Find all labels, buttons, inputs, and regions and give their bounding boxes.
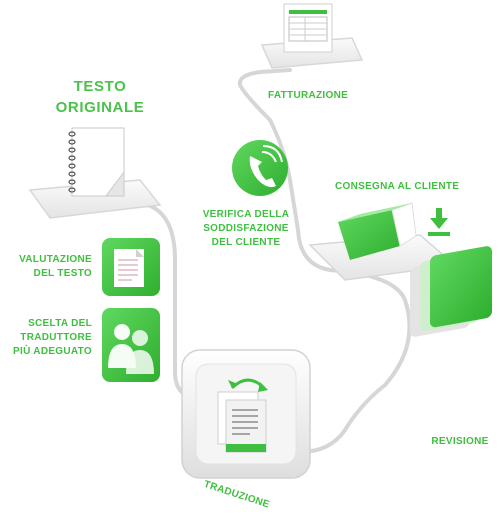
title-line1: TESTO [73,78,127,95]
scelta-tile [102,308,160,382]
label-fatturazione: FATTURAZIONE [268,90,349,101]
download-icon [428,208,450,236]
title-testo-originale: TESTO ORIGINALE [48,76,152,118]
package-icon [338,210,400,260]
label-scelta: SCELTA DEL TRADUTTORE PIÙ ADEGUATO [13,318,92,357]
revisione-tile [410,246,492,401]
traduzione-tile [181,349,311,479]
verifica-phone [232,140,288,196]
pen-icon [452,365,476,398]
users-icon [108,324,154,374]
label-verifica: VERIFICA DELLA SODDISFAZIONE DEL CLIENTE [202,209,290,248]
label-revisione: REVISIONE [431,436,489,447]
title-line2: ORIGINALE [55,99,145,116]
fatturazione-platform [260,3,364,69]
phone-icon [249,156,276,188]
valutazione-tile [102,238,160,296]
testo-originale-platform [28,127,162,219]
label-valutazione: VALUTAZIONE DEL TESTO [19,254,92,279]
label-consegna: CONSEGNA AL CLIENTE [335,181,460,192]
